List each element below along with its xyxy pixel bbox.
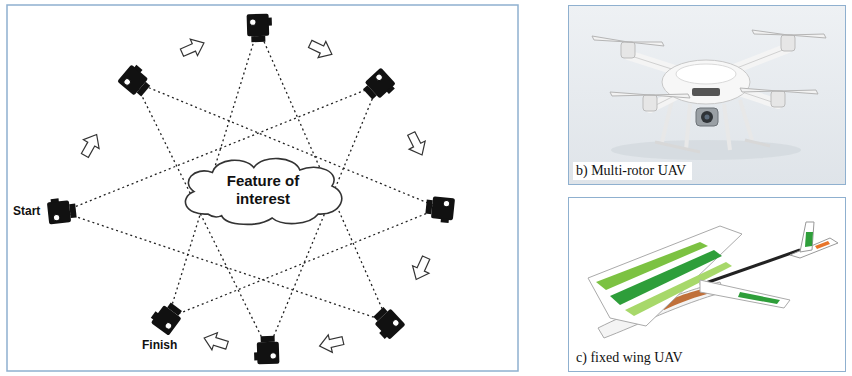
flight-arrow xyxy=(178,35,207,61)
photo-panel: c) fixed wing UAV xyxy=(568,197,846,372)
camera-icon xyxy=(148,298,185,335)
photo-caption: b) Multi-rotor UAV xyxy=(573,162,692,180)
camera-icon xyxy=(247,14,273,43)
cameras xyxy=(47,14,455,365)
feature-label: Feature of interest xyxy=(207,172,319,208)
flight-arrow xyxy=(77,130,104,160)
path-end-label: Finish xyxy=(142,338,177,352)
sight-line xyxy=(62,212,388,322)
camera-icon xyxy=(254,336,280,365)
flight-arrow xyxy=(306,36,335,63)
cloud-shape: Feature of interest xyxy=(171,150,355,230)
camera-icon xyxy=(47,197,78,225)
photo-background xyxy=(568,197,846,372)
sight-line xyxy=(168,208,440,318)
fixed-wing-plane xyxy=(588,222,838,338)
photo-caption: c) fixed wing UAV xyxy=(573,349,689,367)
flight-arrow xyxy=(403,129,430,159)
photo-panel: b) Multi-rotor UAV xyxy=(568,5,846,185)
camera-icon xyxy=(425,196,455,224)
flight-arrow xyxy=(408,254,434,283)
flight-arrow xyxy=(318,332,345,355)
photo-background xyxy=(568,5,846,185)
camera-icon xyxy=(117,62,155,99)
multirotor-drone xyxy=(592,30,826,160)
camera-icon xyxy=(360,67,398,104)
flight-arrows xyxy=(77,35,434,355)
camera-icon xyxy=(368,304,405,342)
sight-lines xyxy=(62,28,440,350)
panel-frame xyxy=(7,5,518,371)
flight-arrow xyxy=(201,329,229,353)
path-end-label: Start xyxy=(13,204,40,218)
